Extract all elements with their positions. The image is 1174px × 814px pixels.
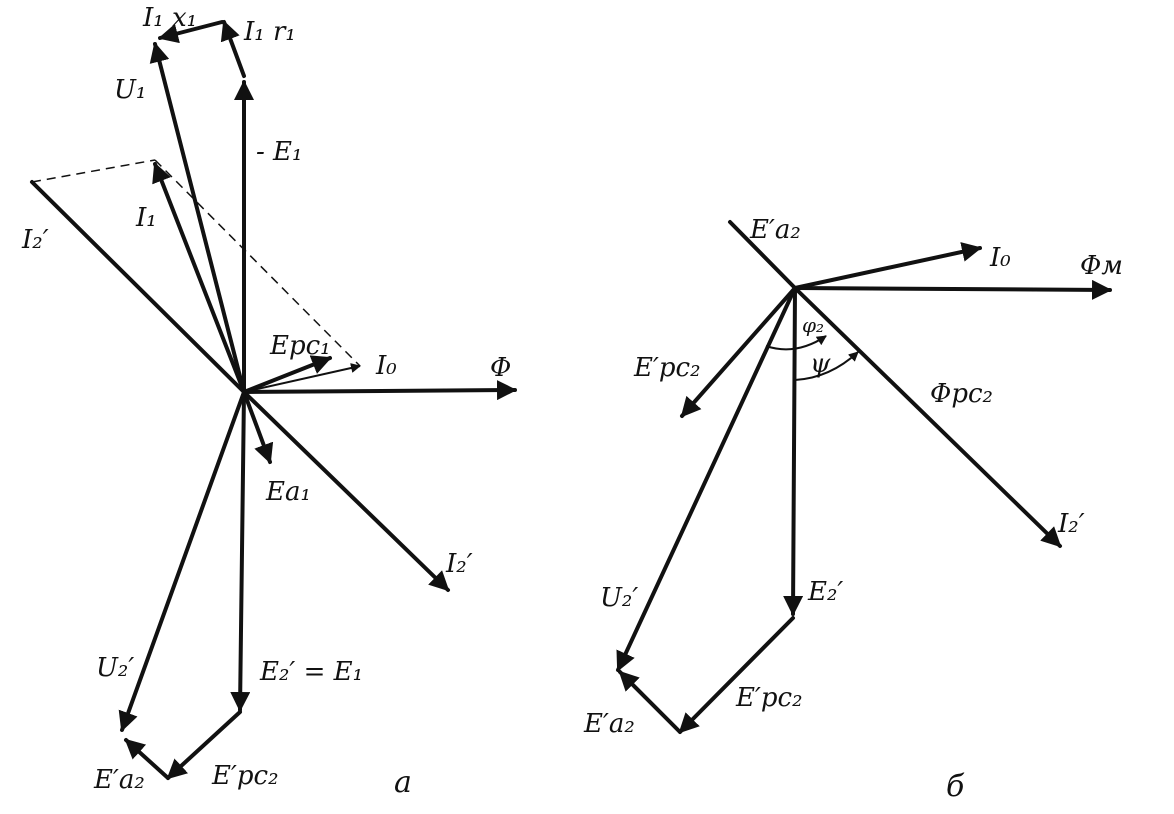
vector-ea2-prime — [124, 738, 170, 780]
label-u2-prime-b: U₂′ — [600, 583, 638, 613]
vector-i2-prime — [242, 390, 450, 592]
caption-a: а — [394, 765, 412, 800]
vector-u2-prime — [118, 390, 246, 732]
label-u1: U₁ — [114, 75, 146, 105]
vector-minus-i2-prime — [30, 180, 246, 394]
dashed-line-diagonal — [154, 159, 361, 367]
label-phipc2: Φpc₂ — [930, 379, 993, 409]
vector-i2-prime-b — [793, 286, 1062, 548]
vector-u1 — [149, 42, 246, 394]
label-i2-prime-top: I₂′ — [21, 225, 49, 255]
label-ea2-prime: E′a₂ — [93, 765, 145, 795]
diagram-a: I₁ x₁ I₁ r₁ U₁ - E₁ I₁ I₂′ Epc₁ I₀ Φ Ea₁… — [21, 3, 517, 800]
label-minus-e1: - E₁ — [256, 137, 302, 167]
vector-epc2-prime — [166, 710, 242, 780]
vector-ea1 — [242, 390, 274, 464]
vector-epc2-prime-bottom — [678, 616, 795, 734]
vector-i1 — [152, 162, 246, 394]
label-ea2-prime-bottom: E′a₂ — [583, 709, 635, 739]
label-i1x1: I₁ x₁ — [142, 3, 197, 33]
label-i1: I₁ — [135, 203, 157, 233]
vector-ea2-prime-bottom — [618, 670, 682, 734]
dashed-line-top — [31, 159, 156, 183]
label-phi2: φ₂ — [802, 313, 824, 337]
label-i2-prime-bottom: I₂′ — [445, 549, 473, 579]
label-i2-prime-b: I₂′ — [1057, 509, 1085, 539]
vector-epc2-prime-left — [680, 286, 797, 418]
label-i0-b: I₀ — [989, 243, 1011, 273]
vector-ea2-prime-top — [728, 220, 797, 290]
vector-i1r1 — [220, 20, 246, 78]
label-phi: Φ — [490, 353, 511, 383]
arc-psi — [794, 351, 859, 381]
vector-epc1 — [242, 355, 332, 394]
vector-phi — [242, 380, 517, 401]
vector-e2-prime-b — [783, 286, 804, 616]
vector-i0 — [243, 363, 361, 393]
vector-u2-prime-b — [616, 286, 797, 672]
label-i0: I₀ — [375, 351, 397, 381]
caption-b: б — [946, 769, 965, 804]
label-psi: ψ — [810, 349, 831, 379]
label-ea1: Ea₁ — [265, 477, 311, 507]
vector-e2-prime — [230, 390, 251, 712]
label-e2-eq-e1: E₂′ = E₁ — [259, 657, 363, 687]
label-epc2-prime: E′pc₂ — [211, 761, 279, 791]
vector-phi-m — [793, 279, 1112, 300]
label-epc2-prime-left: E′pc₂ — [633, 353, 701, 383]
label-epc1: Epc₁ — [269, 331, 331, 361]
vector-i1x1 — [158, 20, 224, 44]
label-i1r1: I₁ r₁ — [243, 17, 296, 47]
diagram-b: E′a₂ I₀ Φм E′pc₂ φ₂ ψ Φpc₂ I₂′ U₂′ E₂′ E… — [583, 215, 1123, 804]
label-e2-prime-b: E₂′ — [807, 577, 843, 607]
label-u2-prime: U₂′ — [96, 653, 134, 683]
vector-i0-b — [793, 242, 982, 290]
label-ea2-prime-top: E′a₂ — [749, 215, 801, 245]
label-epc2-prime-bottom: E′pc₂ — [735, 683, 803, 713]
arc-phi2 — [765, 335, 827, 351]
label-phi-m: Φм — [1080, 251, 1123, 281]
